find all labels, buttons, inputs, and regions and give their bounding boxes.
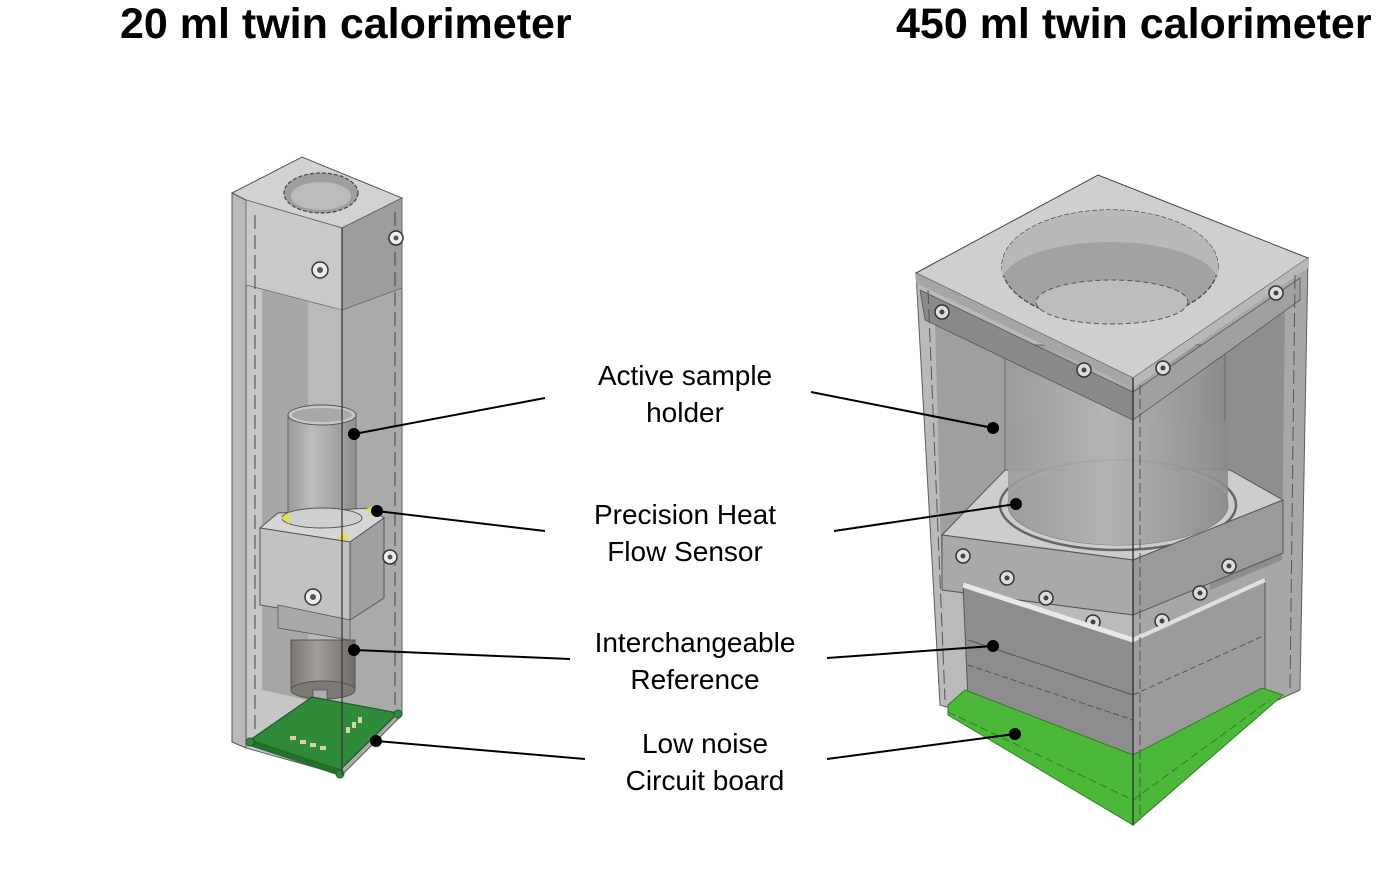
label-line: Low noise: [641, 728, 769, 759]
screw-icon: [955, 548, 971, 564]
label-line: Circuit board: [625, 765, 785, 796]
screw-icon: [934, 304, 950, 320]
label-line: Reference: [630, 664, 760, 695]
sensor-marker-icon: [281, 512, 290, 524]
leader-sensor-left: [371, 505, 546, 532]
screw-icon: [1038, 590, 1054, 606]
screw-icon: [1155, 360, 1171, 376]
label-line: Flow Sensor: [607, 536, 763, 567]
housing-left-face: [231, 192, 247, 749]
leader-reference-left: [348, 644, 571, 660]
screw-icon: [1221, 558, 1237, 574]
screw-icon: [999, 570, 1015, 586]
label-precision-heat-flow-sensor: Precision Heat Flow Sensor: [560, 496, 810, 570]
label-low-noise-circuit-board: Low noise Circuit board: [580, 725, 830, 799]
label-line: holder: [646, 397, 724, 428]
screw-icon: [1076, 362, 1092, 378]
sensor-marker-icon: [364, 506, 372, 514]
calorimeter-20ml: [230, 156, 404, 779]
board-components: [290, 717, 362, 750]
label-line: Interchangeable: [594, 627, 796, 658]
screw-icon: [1268, 285, 1284, 301]
leader-active-left: [348, 397, 546, 440]
leader-sensor-right: [833, 498, 1022, 532]
screw-icon: [1192, 585, 1208, 601]
label-line: Precision Heat: [593, 499, 777, 530]
leader-lines: [348, 391, 1022, 760]
title-20ml-calorimeter: 20 ml twin calorimeter: [120, 0, 572, 48]
title-450ml-calorimeter: 450 ml twin calorimeter: [896, 0, 1372, 48]
active-sample-holder-cylinder: [287, 414, 357, 516]
label-line: Active sample: [597, 360, 773, 391]
screw-icon: [311, 261, 329, 279]
leader-reference-right: [826, 640, 999, 659]
screw-icon: [382, 549, 398, 565]
leader-active-right: [810, 391, 999, 434]
leader-board-left: [370, 735, 586, 760]
screw-icon: [304, 588, 322, 606]
label-interchangeable-reference: Interchangeable Reference: [570, 624, 820, 698]
leader-board-right: [826, 728, 1021, 760]
screw-icon: [388, 230, 404, 246]
label-active-sample-holder: Active sample holder: [560, 357, 810, 431]
calorimeter-450ml: [914, 174, 1310, 827]
